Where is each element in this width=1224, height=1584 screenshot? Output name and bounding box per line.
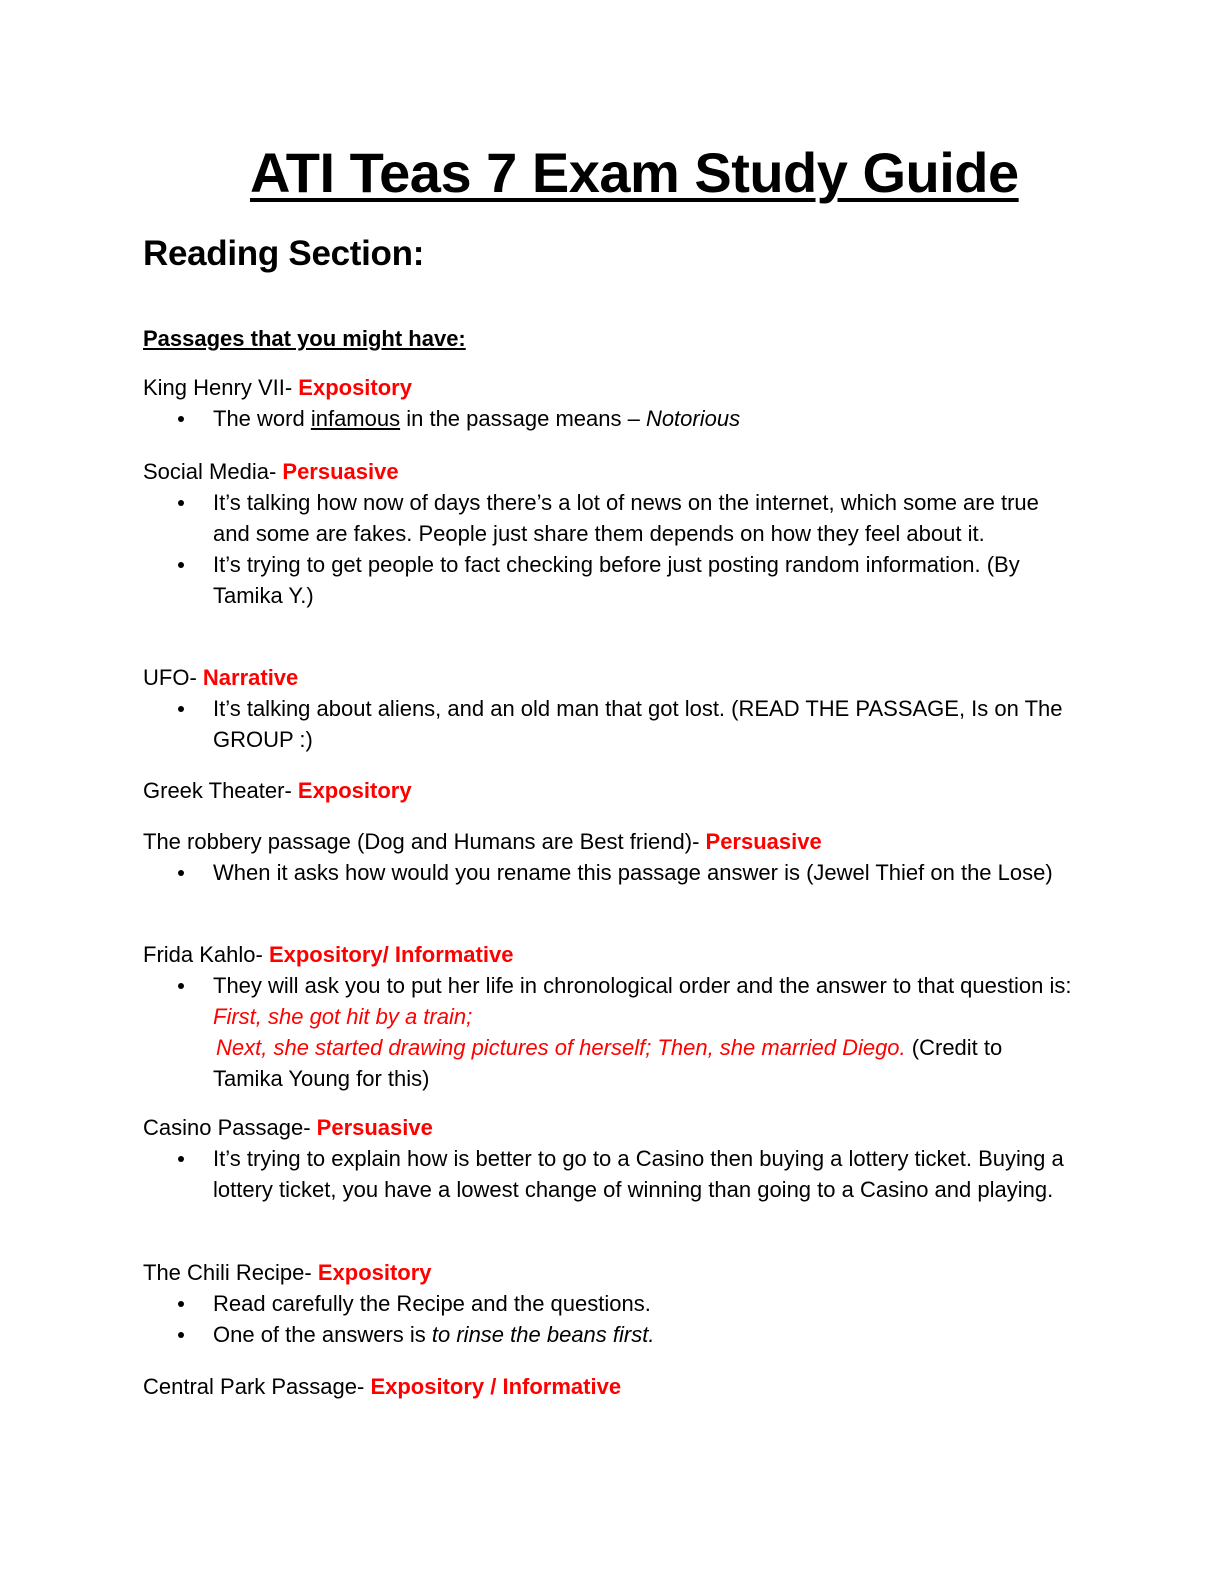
passage-type: Expository / Informative bbox=[370, 1374, 622, 1399]
passage-type: Expository bbox=[317, 1260, 432, 1285]
passage-type: Narrative bbox=[202, 665, 299, 690]
passage-ufo: UFO- Narrative It’s talking about aliens… bbox=[143, 662, 1083, 755]
passage-name: Greek Theater- bbox=[143, 778, 298, 803]
passage-central-park: Central Park Passage- Expository / Infor… bbox=[143, 1371, 1083, 1402]
list-item: It’s trying to get people to fact checki… bbox=[143, 549, 1073, 611]
list-item: Read carefully the Recipe and the questi… bbox=[143, 1288, 1073, 1319]
section-heading: Reading Section: bbox=[143, 234, 425, 273]
underlined-word: infamous bbox=[310, 406, 401, 431]
subheading: Passages that you might have: bbox=[143, 326, 466, 351]
passage-king-henry: King Henry VII- Expository The word infa… bbox=[143, 372, 1083, 434]
bullet-list: Read carefully the Recipe and the questi… bbox=[143, 1288, 1083, 1350]
bullet-list: They will ask you to put her life in chr… bbox=[143, 970, 1083, 1094]
document-title: ATI Teas 7 Exam Study Guide bbox=[250, 141, 1019, 204]
list-item: One of the answers is to rinse the beans… bbox=[143, 1319, 1073, 1350]
passage-name: The robbery passage (Dog and Humans are … bbox=[143, 829, 706, 854]
passage-name: King Henry VII- bbox=[143, 375, 299, 400]
bullet-list: It’s talking about aliens, and an old ma… bbox=[143, 693, 1083, 755]
passage-social-media: Social Media- Persuasive It’s talking ho… bbox=[143, 456, 1083, 611]
passage-chili-recipe: The Chili Recipe- Expository Read carefu… bbox=[143, 1257, 1083, 1350]
list-item: It’s trying to explain how is better to … bbox=[143, 1143, 1073, 1205]
passage-type: Persuasive bbox=[282, 459, 399, 484]
passage-name: The Chili Recipe- bbox=[143, 1260, 318, 1285]
bullet-list: It’s trying to explain how is better to … bbox=[143, 1143, 1083, 1205]
bullet-list: When it asks how would you rename this p… bbox=[143, 857, 1083, 888]
list-item: They will ask you to put her life in chr… bbox=[143, 970, 1073, 1094]
passage-name: Central Park Passage- bbox=[143, 1374, 371, 1399]
passage-frida-kahlo: Frida Kahlo- Expository/ Informative The… bbox=[143, 939, 1083, 1094]
list-item: When it asks how would you rename this p… bbox=[143, 857, 1073, 888]
answer-part-2: Next, she started drawing pictures of he… bbox=[216, 1035, 906, 1060]
passage-type: Expository/ Informative bbox=[268, 942, 514, 967]
bullet-list: It’s talking how now of days there’s a l… bbox=[143, 487, 1083, 611]
bullet-list: The word infamous in the passage means –… bbox=[143, 403, 1083, 434]
list-item: It’s talking how now of days there’s a l… bbox=[143, 487, 1073, 549]
passage-casino: Casino Passage- Persuasive It’s trying t… bbox=[143, 1112, 1083, 1205]
answer-part-1: First, she got hit by a train; bbox=[213, 1004, 473, 1029]
list-item: It’s talking about aliens, and an old ma… bbox=[143, 693, 1073, 755]
passage-greek-theater: Greek Theater- Expository bbox=[143, 775, 1083, 806]
passage-name: Frida Kahlo- bbox=[143, 942, 269, 967]
passage-type: Persuasive bbox=[316, 1115, 433, 1140]
list-item: The word infamous in the passage means –… bbox=[143, 403, 1073, 434]
passage-type: Persuasive bbox=[705, 829, 822, 854]
passage-type: Expository bbox=[297, 778, 412, 803]
passage-name: Casino Passage- bbox=[143, 1115, 317, 1140]
passage-name: UFO- bbox=[143, 665, 203, 690]
passage-name: Social Media- bbox=[143, 459, 283, 484]
passage-type: Expository bbox=[298, 375, 412, 400]
passage-robbery: The robbery passage (Dog and Humans are … bbox=[143, 826, 1083, 888]
